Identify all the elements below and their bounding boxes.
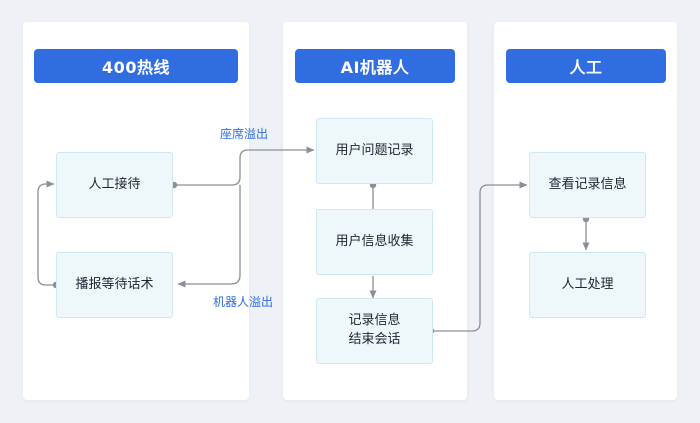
edge-robot-overflow — [177, 185, 241, 288]
node-record-and-end: 记录信息 结束会话 — [316, 298, 433, 364]
node-label: 人工接待 — [88, 176, 141, 192]
edge-loop-back — [37, 180, 56, 286]
node-manual-reception: 人工接待 — [56, 152, 173, 218]
node-manual-processing: 人工处理 — [529, 252, 646, 318]
label-seat-overflow: 座席溢出 — [220, 127, 269, 141]
edge-record-to-view — [431, 181, 528, 332]
column-header-ai-robot: AI机器人 — [295, 49, 455, 83]
column-header-manual: 人工 — [506, 49, 666, 83]
label-robot-overflow: 机器人溢出 — [213, 295, 274, 309]
node-label: 用户信息收集 — [335, 233, 414, 249]
node-collect-user-info: 用户信息收集 — [316, 209, 433, 275]
node-label-line1: 记录信息 — [348, 313, 401, 329]
node-label: 播报等待话术 — [75, 276, 154, 292]
node-record-user-question: 用户问题记录 — [316, 118, 433, 184]
column-header-400-hotline: 400热线 — [34, 49, 238, 83]
node-view-records: 查看记录信息 — [529, 152, 646, 218]
node-label: 用户问题记录 — [335, 142, 414, 158]
node-label-line2: 结束会话 — [348, 332, 401, 347]
node-label: 查看记录信息 — [548, 176, 627, 192]
node-label: 人工处理 — [561, 276, 614, 292]
edge-seat-overflow — [174, 146, 315, 186]
node-broadcast-wait: 播报等待话术 — [56, 252, 173, 318]
